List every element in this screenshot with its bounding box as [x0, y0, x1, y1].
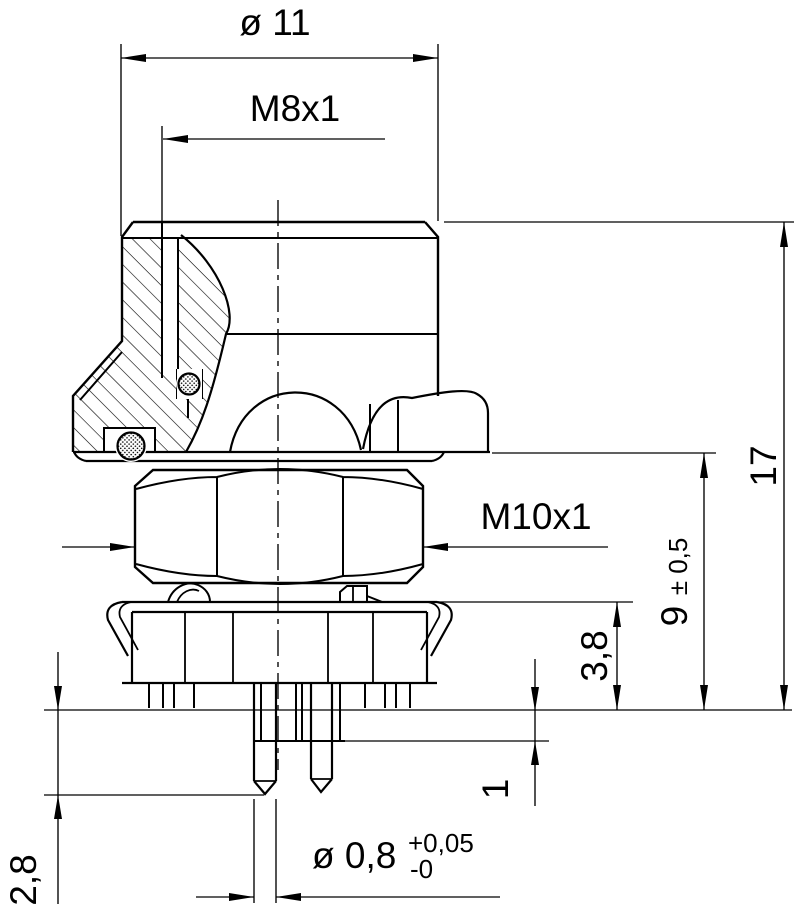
- dim-lines: [492, 452, 716, 710]
- washer-detail-lines: [118, 601, 441, 683]
- nut-outline: [133, 468, 425, 585]
- thread-bore-gap: [162, 238, 178, 372]
- dim-thread-m8: M8x1: [161, 88, 385, 222]
- height-3-8-label: 3,8: [574, 630, 615, 681]
- thread-m10-label: M10x1: [480, 496, 591, 537]
- height-9-label: 9 ± 0,5: [654, 538, 695, 627]
- pin-diameter-label: ø 0,8: [312, 835, 396, 876]
- dim-lines: [161, 126, 385, 222]
- pin-diameter-tol-minus: -0: [410, 854, 433, 884]
- height-9-tolerance: ± 0,5: [663, 538, 693, 596]
- dim-height-17: 17: [444, 221, 794, 710]
- outer-diameter-label: ø 11: [239, 2, 310, 43]
- dim-outer-diameter: ø 11: [120, 2, 439, 236]
- depth-1-label: 1: [475, 779, 516, 800]
- washer-outline: [106, 600, 453, 685]
- dim-lines: [120, 44, 439, 236]
- serrated-lock-washer: [106, 600, 453, 708]
- contact-pins: [252, 683, 334, 796]
- dim-height-3-8: 3,8: [437, 601, 633, 710]
- dim-lines: [345, 659, 549, 806]
- thread-m8-label: M8x1: [250, 88, 340, 129]
- pin-length-label: 2,8: [3, 854, 44, 905]
- dim-depth-1: 1: [345, 659, 549, 806]
- dim-pin-length-2-8: 2,8: [3, 652, 264, 906]
- height-17-label: 17: [743, 445, 784, 486]
- dim-thread-m10: M10x1: [62, 496, 608, 551]
- solder-contacts: [252, 683, 345, 796]
- tab-outlines: [167, 582, 383, 603]
- tab-inner-lines: [176, 586, 354, 603]
- hex-dome-arcs: [228, 389, 490, 453]
- section-hatch-fill: [73, 238, 230, 452]
- flange-lines: [72, 450, 490, 463]
- height-9-value: 9: [654, 606, 695, 627]
- arrowheads: [163, 135, 188, 143]
- o-ring-lower: [116, 431, 146, 461]
- arrowheads: [110, 543, 448, 551]
- arrowheads: [613, 602, 621, 710]
- insulator-post-lines: [254, 683, 345, 742]
- dim-height-9: 9 ± 0,5: [492, 452, 716, 710]
- body-inner-lines: [79, 222, 438, 452]
- pin-shoulder-lines: [254, 778, 332, 782]
- hex-nut: [133, 468, 425, 585]
- nut-face-lines: [135, 468, 424, 585]
- dim-lines: [196, 799, 500, 903]
- arrowheads: [531, 687, 539, 765]
- cavity-arc: [180, 234, 231, 453]
- dim-lines: [44, 652, 264, 904]
- pin-diameter-tol-plus: +0,05: [408, 828, 474, 858]
- washer-spring-tabs: [167, 582, 383, 603]
- washer-feet: [148, 682, 411, 708]
- dim-pin-diameter: ø 0,8 +0,05 -0: [196, 799, 500, 903]
- body-section-view: [71, 220, 490, 463]
- dim-lines: [444, 221, 794, 710]
- o-ring-upper: [177, 372, 201, 396]
- arrowheads: [229, 893, 301, 901]
